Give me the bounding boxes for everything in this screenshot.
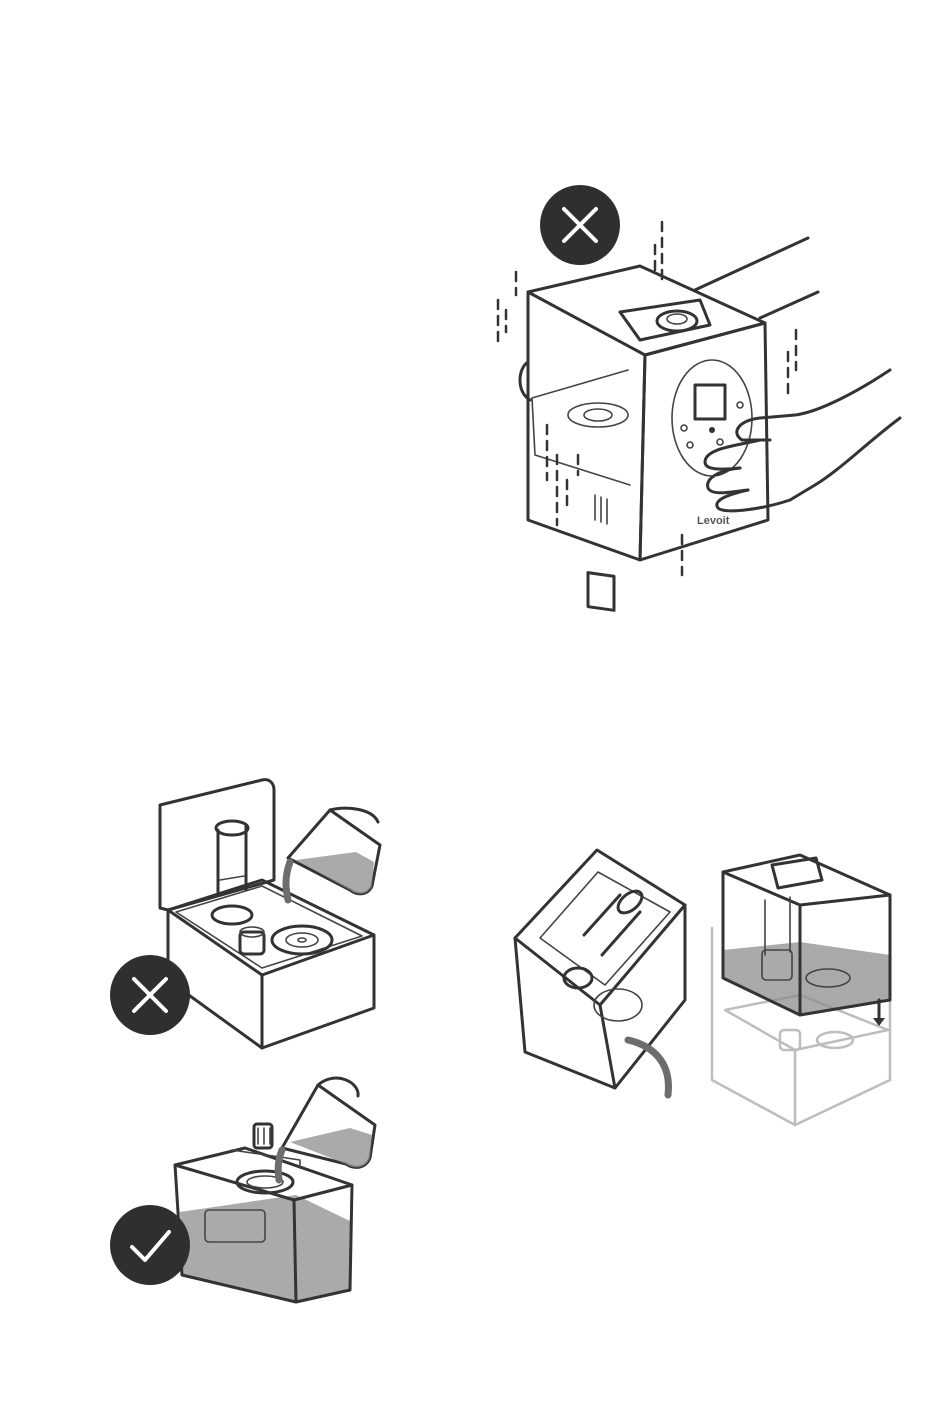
x-mark-icon <box>110 955 190 1035</box>
humidifier-unit: Levoit <box>528 266 768 610</box>
panel-fill-water-tank <box>110 1078 375 1302</box>
panel-carry-full-unit: Levoit <box>498 185 900 610</box>
hands <box>520 238 900 511</box>
tilted-base <box>515 850 685 1095</box>
panel-fill-base-directly <box>110 780 380 1048</box>
brand-logo: Levoit <box>697 515 730 527</box>
panel-empty-and-reassemble <box>515 850 890 1125</box>
water-tank-lowering <box>723 855 890 1015</box>
check-mark-icon <box>110 1205 190 1285</box>
x-mark-icon <box>540 185 620 265</box>
water-pitcher <box>286 808 380 900</box>
shake-lines <box>498 222 796 575</box>
